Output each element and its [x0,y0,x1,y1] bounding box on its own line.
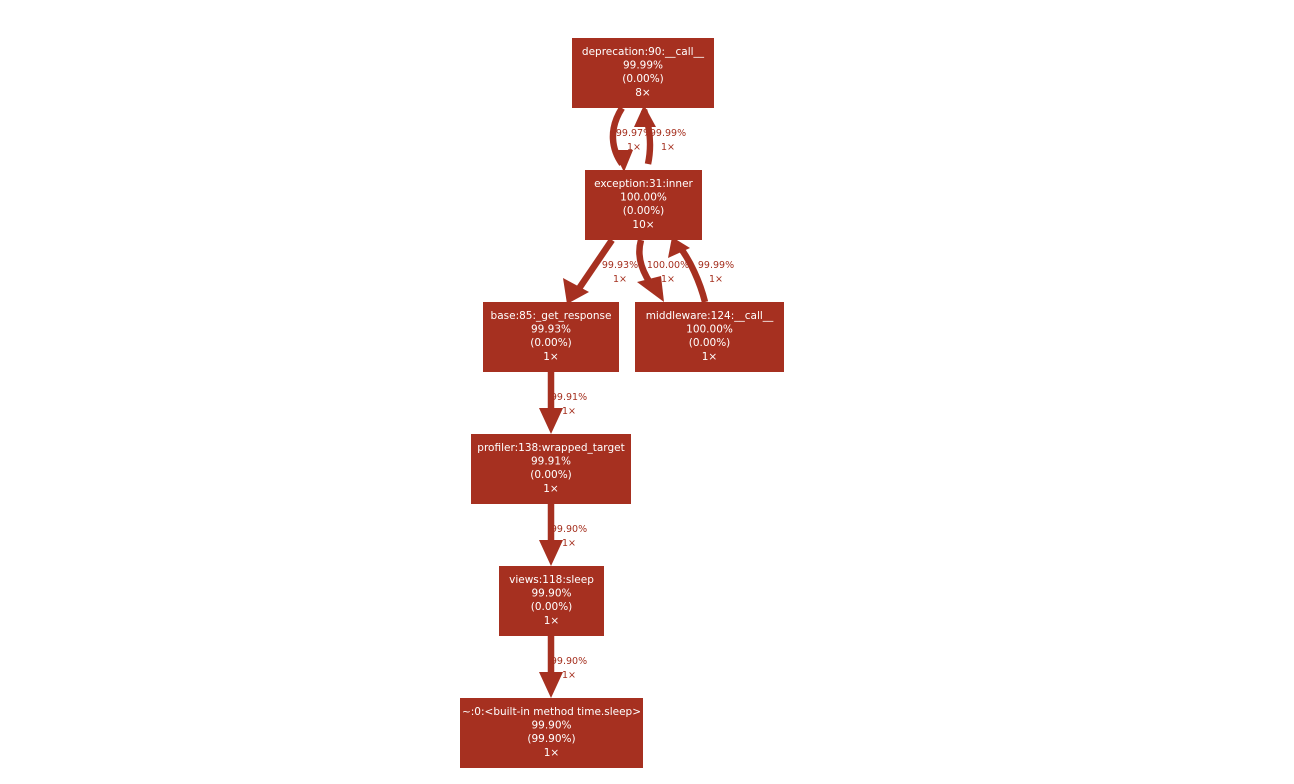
edge-arrowhead [668,237,690,258]
node-call-count: 1× [702,351,717,363]
node-call-count: 1× [543,483,558,495]
node-name: middleware:124:__call__ [646,310,774,322]
edge-middleware-to-exception: 99.99% 1× [668,237,734,303]
edge-arrowhead [613,150,633,172]
edge-line [575,238,615,292]
node-self-percent: (0.00%) [622,73,664,85]
node-call-count: 10× [632,219,654,231]
edge-exception-to-base: 99.93% 1× [563,238,638,304]
edge-profiler-to-views: 99.90% 1× [539,504,587,566]
node-exception: exception:31:inner 100.00%(0.00%) 10× [585,170,702,240]
node-name: exception:31:inner [594,178,693,190]
edge-calls-label: 1× [661,274,675,285]
node-box [635,302,784,372]
node-name: ~:0:<built-in method time.sleep> [462,706,641,718]
edge-percent-label: 99.99% [650,128,686,139]
node-self-percent: (0.00%) [531,601,573,613]
node-box [483,302,619,372]
edge-calls-label: 1× [709,274,723,285]
edge-percent-label: 99.99% [698,260,734,271]
node-profiler: profiler:138:wrapped_target 99.91%(0.00%)… [471,434,631,504]
node-box [572,38,714,108]
edge-arrowhead [539,540,563,566]
nodes-layer: deprecation:90:__call__99.99%(0.00%)8×ex… [460,38,784,768]
edge-percent-label: 99.91% [551,392,587,403]
node-self-percent: (99.90%) [527,733,575,745]
edge-percent-label: 100.00% [647,260,689,271]
node-name: base:85:_get_response [491,310,612,322]
node-call-count: 1× [543,351,558,363]
edge-exception-to-deprecation: 99.99% 1× [634,105,686,165]
edge-calls-label: 1× [562,406,576,417]
edge-percent-label: 99.97% [616,128,652,139]
node-name: views:118:sleep [509,574,594,586]
edge-calls-label: 1× [562,670,576,681]
node-name: profiler:138:wrapped_target [477,442,624,454]
node-box [499,566,604,636]
node-builtin: ~:0:<built-in method time.sleep> 99.90%(9… [460,698,643,768]
edge-percent-label: 99.93% [602,260,638,271]
edge-arrowhead [539,408,563,434]
node-base: base:85:_get_response 99.93%(0.00%) 1× [483,302,619,372]
node-box [585,170,702,240]
edge-arrowhead [563,278,589,304]
node-total-percent: 99.90% [531,720,571,732]
node-views: views:118:sleep 99.90%(0.00%) 1× [499,566,604,636]
edge-deprecation-to-exception: 99.97% 1× [609,106,652,172]
edge-calls-label: 1× [613,274,627,285]
edge-base-to-profiler: 99.91% 1× [539,372,587,434]
node-self-percent: (0.00%) [530,337,572,349]
edge-arrowhead [634,105,656,127]
edge-line [676,243,709,303]
edge-percent-label: 99.90% [551,656,587,667]
node-total-percent: 99.93% [531,324,571,336]
edge-arrowhead [637,276,664,302]
node-middleware: middleware:124:__call__ 100.00%(0.00%) 1× [635,302,784,372]
node-box [471,434,631,504]
node-total-percent: 100.00% [686,324,733,336]
edge-percent-label: 99.90% [551,524,587,535]
edge-views-to-builtin: 99.90% 1× [539,636,587,698]
edge-arrowhead [539,672,563,698]
edge-exception-to-middleware: 100.00% 1× [636,239,689,302]
node-self-percent: (0.00%) [689,337,731,349]
edge-calls-label: 1× [627,142,641,153]
node-deprecation: deprecation:90:__call__ 99.99%(0.00%) 8× [572,38,714,108]
edge-calls-label: 1× [661,142,675,153]
node-self-percent: (0.00%) [623,205,665,217]
edges-layer: 99.97% 1× 99.99% 1× 99.93% 1× 100.00% 1× 99.99% 1… [539,105,734,698]
node-call-count: 1× [544,747,559,759]
node-total-percent: 100.00% [620,192,667,204]
node-total-percent: 99.90% [531,588,571,600]
node-total-percent: 99.91% [531,456,571,468]
node-total-percent: 99.99% [623,60,663,72]
node-call-count: 8× [635,87,650,99]
edge-calls-label: 1× [562,538,576,549]
node-call-count: 1× [544,615,559,627]
node-self-percent: (0.00%) [530,469,572,481]
node-box [460,698,643,768]
node-name: deprecation:90:__call__ [582,46,705,58]
